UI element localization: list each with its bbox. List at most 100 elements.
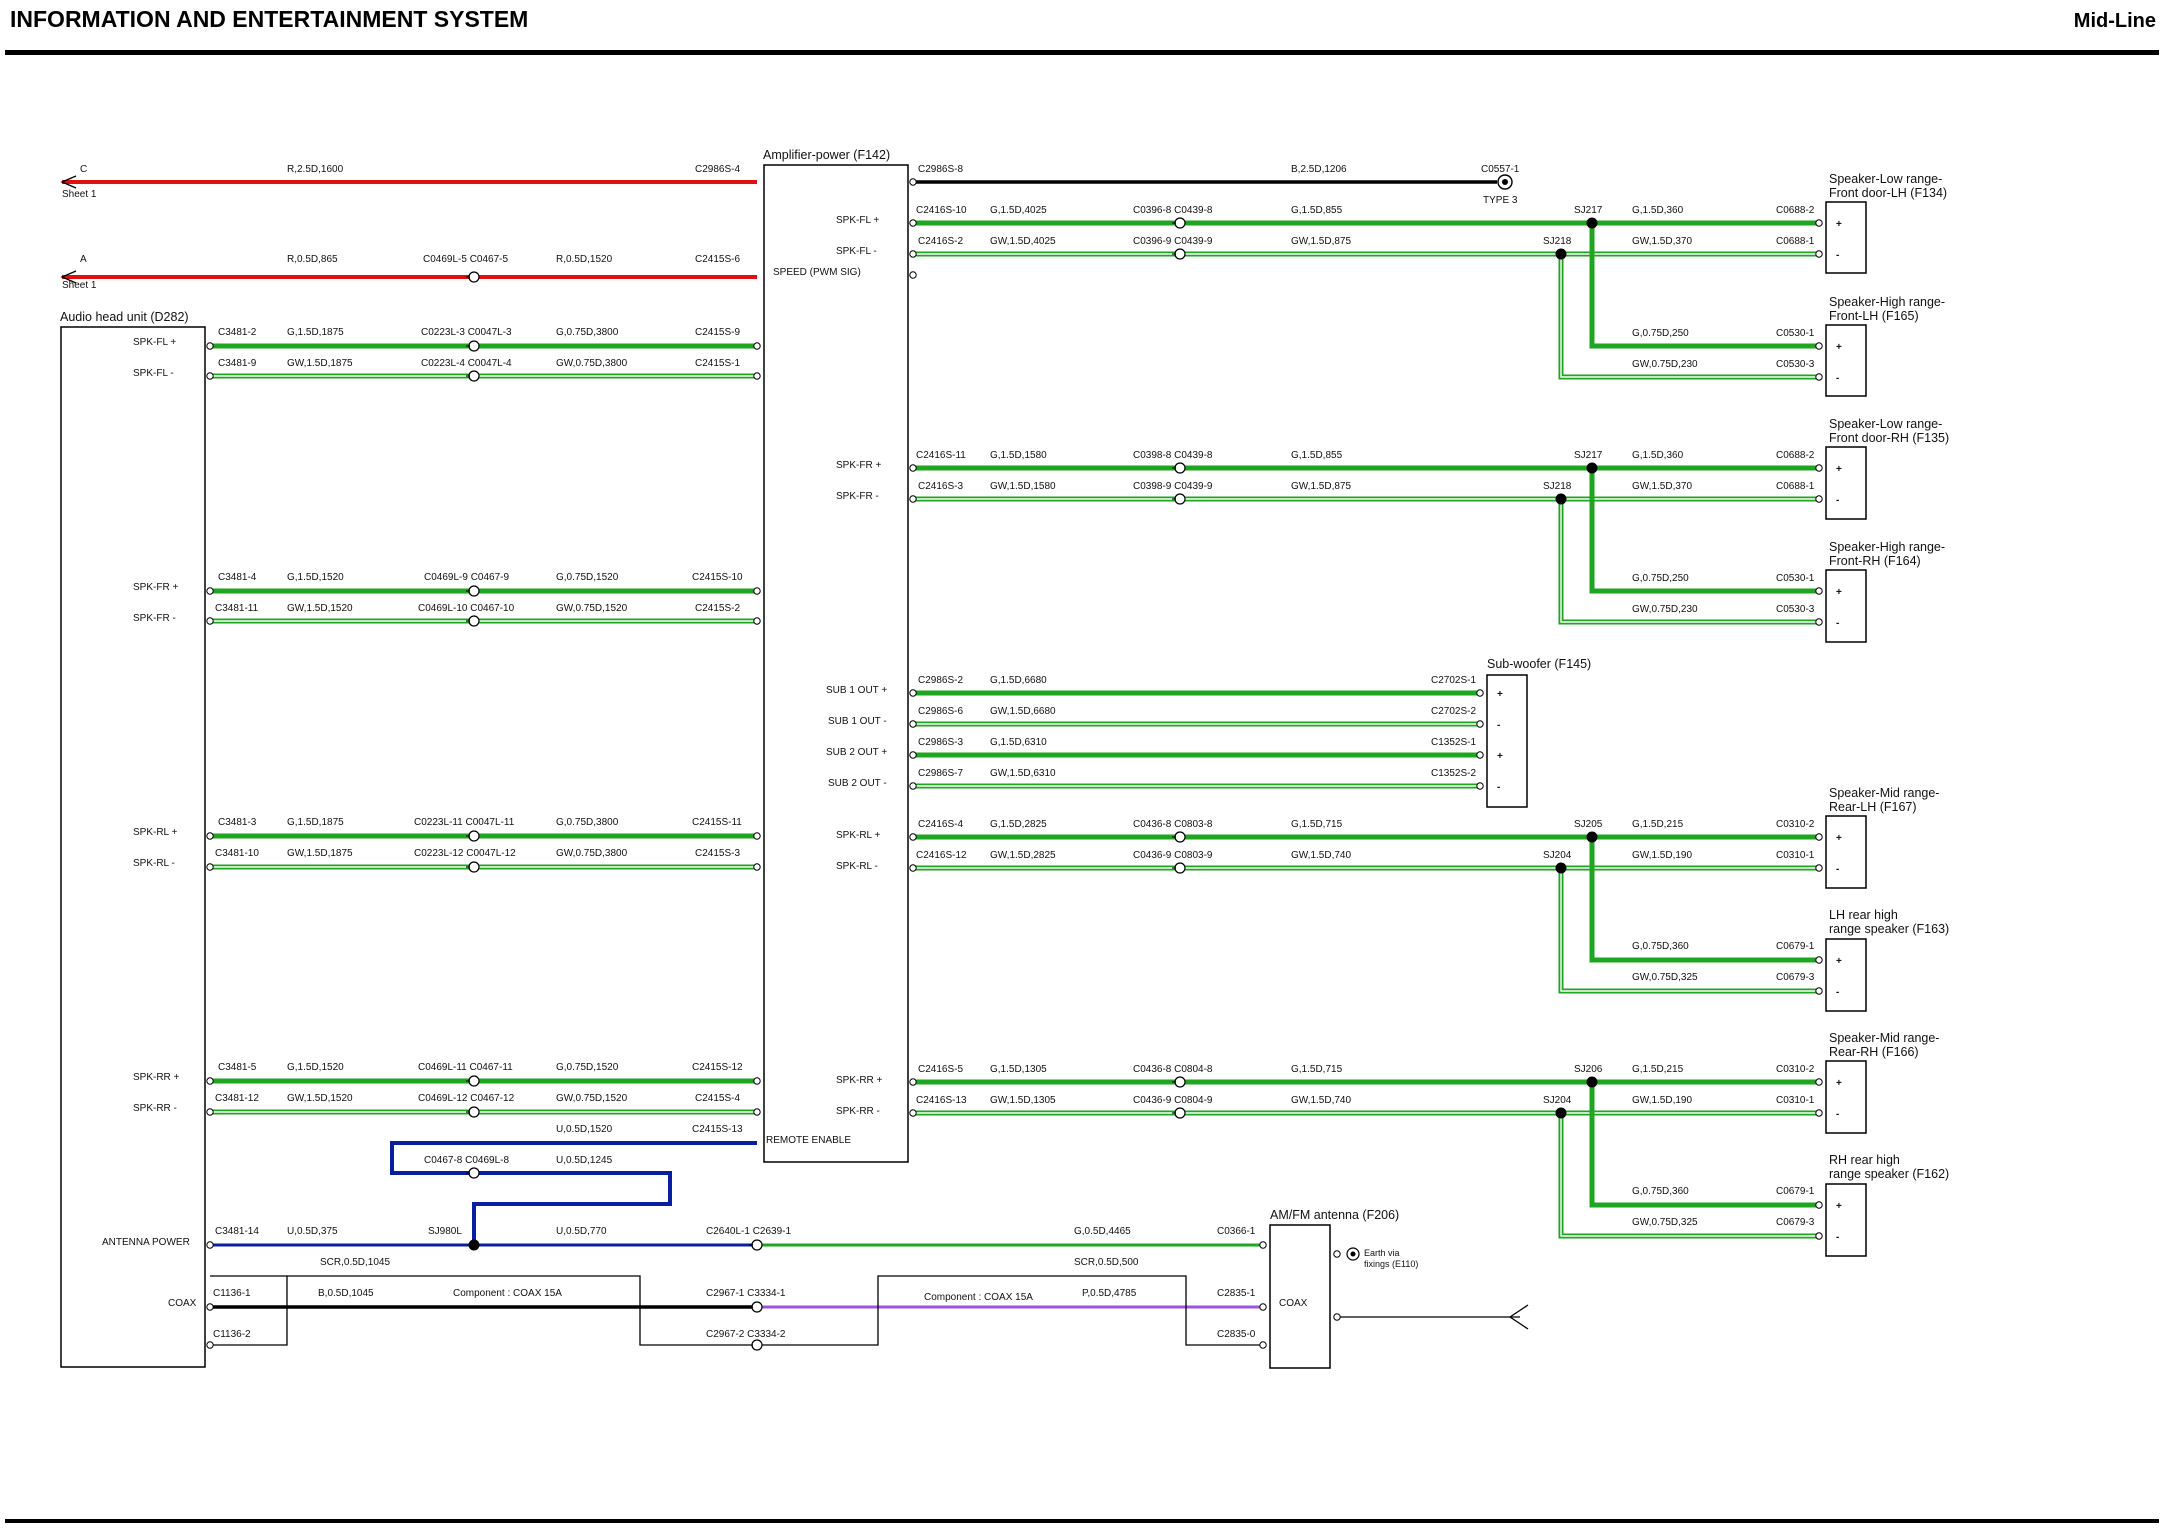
- terminal: [206, 1341, 214, 1349]
- wire-label: SCR,0.5D,500: [1074, 1257, 1139, 1268]
- terminal: [1815, 618, 1823, 626]
- wire-label: G,0.75D,1520: [556, 572, 619, 583]
- wire-label: C3481-12: [215, 1093, 259, 1104]
- splice-dot: [468, 1239, 480, 1251]
- wire-label: C1136-1: [213, 1288, 251, 1299]
- wire-label: GW,1.5D,370: [1632, 481, 1692, 492]
- splice-dot: [1555, 862, 1567, 874]
- wire-label: G,1.5D,1580: [990, 450, 1047, 461]
- terminal: [753, 342, 761, 350]
- wire-label: SJ217: [1574, 450, 1603, 461]
- speaker-fl-low-title: Speaker-Low range-Front door-LH (F134): [1829, 172, 1947, 200]
- terminal: [206, 587, 214, 595]
- wire-label: C2986S-4: [695, 164, 740, 175]
- ground-type: TYPE 3: [1483, 195, 1518, 206]
- terminal: [1815, 373, 1823, 381]
- wire-label: C2416S-13: [916, 1095, 967, 1106]
- speaker-fl-high-title: Speaker-High range-Front-LH (F165): [1829, 295, 1945, 323]
- wire-label: GW,1.5D,1305: [990, 1095, 1056, 1106]
- wire-label: REMOTE ENABLE: [766, 1135, 851, 1146]
- off-sheet-arrow: [60, 270, 77, 284]
- wire-label: G,1.5D,855: [1291, 450, 1343, 461]
- wire-label: C0679-1: [1776, 1186, 1815, 1197]
- wire-label: SPK-FR +: [133, 582, 178, 593]
- wire-label: SPK-FL -: [836, 246, 877, 257]
- wire-label: C: [80, 164, 87, 175]
- splice-dot: [1586, 462, 1598, 474]
- wire-label: C1352S-2: [1431, 768, 1476, 779]
- terminal: [1815, 1232, 1823, 1240]
- wire-label: R,2.5D,1600: [287, 164, 344, 175]
- wire-label: GW,0.75D,1520: [556, 1093, 628, 1104]
- inline-connector-mark: [466, 272, 472, 282]
- pin-label: -: [1497, 782, 1500, 793]
- wire-label: SPK-FL -: [133, 368, 174, 379]
- wire-label: G,0.75D,3800: [556, 327, 619, 338]
- wire-label: C0679-3: [1776, 972, 1815, 983]
- wire-label: GW,1.5D,1520: [287, 603, 353, 614]
- wire-label: C0679-3: [1776, 1217, 1815, 1228]
- wire-label: GW,0.75D,230: [1632, 604, 1698, 615]
- wire-label: U,0.5D,1520: [556, 1124, 613, 1135]
- wire-label: SJ206: [1574, 1064, 1603, 1075]
- terminal: [909, 250, 917, 258]
- terminal: [909, 178, 917, 186]
- speaker-fr-high-title: Speaker-High range-Front-RH (F164): [1829, 540, 1945, 568]
- wire-label: SPK-FR +: [836, 460, 881, 471]
- pin-label: +: [1836, 587, 1842, 598]
- wire-label: C2986S-8: [918, 164, 963, 175]
- terminal: [1815, 464, 1823, 472]
- terminal: [206, 1303, 214, 1311]
- wire-label: C2416S-4: [918, 819, 963, 830]
- wire-label: GW,0.75D,230: [1632, 359, 1698, 370]
- wire: [757, 1275, 1263, 1346]
- wire-label: GW,1.5D,2825: [990, 850, 1056, 861]
- inline-connector-mark: [1172, 249, 1178, 259]
- subwoofer-box: [1486, 674, 1528, 808]
- pin-label: -: [1836, 373, 1839, 384]
- wire-label: R,0.5D,865: [287, 254, 338, 265]
- wire-label: C2967-1 C3334-1: [706, 1288, 786, 1299]
- wire: [210, 1275, 757, 1346]
- wire-label: C0467-8 C0469L-8: [424, 1155, 509, 1166]
- wire-label: C2415S-1: [695, 358, 740, 369]
- wire-label: C0310-2: [1776, 1064, 1815, 1075]
- wire-label: GW,1.5D,4025: [990, 236, 1056, 247]
- wire-label: C0366-1: [1217, 1226, 1256, 1237]
- wire-label: Component : COAX 15A: [453, 1288, 562, 1299]
- wire-label: SPEED (PWM SIG): [773, 267, 861, 278]
- wire-label: GW,1.5D,740: [1291, 1095, 1351, 1106]
- terminal: [1815, 987, 1823, 995]
- wire-label: GW,1.5D,1580: [990, 481, 1056, 492]
- wire-label: C3481-14: [215, 1226, 259, 1237]
- wire-label: COAX: [168, 1298, 197, 1309]
- terminal: [1815, 495, 1823, 503]
- terminal: [1476, 751, 1484, 759]
- wire-label: C3481-11: [215, 603, 259, 614]
- terminal: [1815, 250, 1823, 258]
- terminal: [1815, 1109, 1823, 1117]
- wire-label: G,1.5D,215: [1632, 1064, 1684, 1075]
- wire: [1589, 468, 1819, 594]
- terminal: [206, 617, 214, 625]
- terminal: [909, 219, 917, 227]
- wire-label: G,1.5D,6310: [990, 737, 1047, 748]
- wire-label: U,0.5D,1245: [556, 1155, 613, 1166]
- speaker-box: [1825, 201, 1867, 274]
- top-rule: [5, 50, 2159, 55]
- splice-dot: [1555, 248, 1567, 260]
- wire-label: C2967-2 C3334-2: [706, 1329, 786, 1340]
- terminal: [909, 271, 917, 279]
- inline-connector-mark: [466, 831, 472, 841]
- wire-label: SPK-RL -: [836, 861, 878, 872]
- speaker-box: [1825, 1060, 1867, 1134]
- wire-label: C2415S-2: [695, 603, 740, 614]
- amplifier-box: [763, 164, 909, 1163]
- inline-connector-mark: [466, 1107, 472, 1117]
- wire-label: C0396-8 C0439-8: [1133, 205, 1213, 216]
- wire-label: C0530-1: [1776, 573, 1815, 584]
- ground-label: C0557-1: [1481, 164, 1520, 175]
- wire-label: C0223L-12 C0047L-12: [414, 848, 516, 859]
